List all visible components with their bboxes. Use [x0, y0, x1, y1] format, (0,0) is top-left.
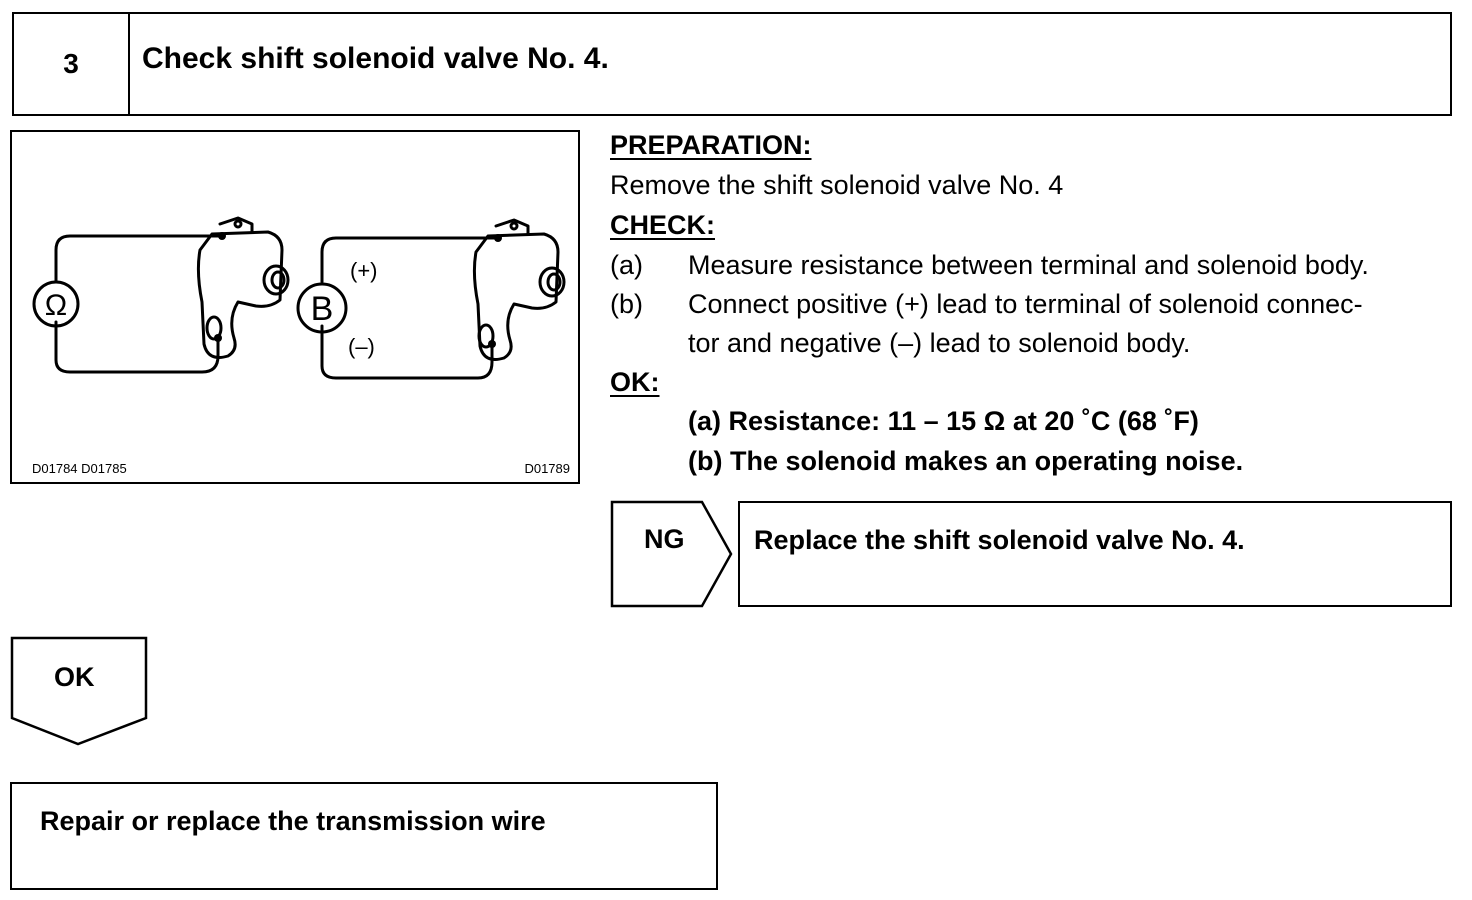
ng-result-text: Replace the shift solenoid valve No. 4.	[754, 525, 1245, 555]
step-header: 3 Check shift solenoid valve No. 4.	[12, 12, 1452, 116]
solenoid-valve-left	[196, 216, 290, 359]
check-item-a-text: Measure resistance between terminal and …	[688, 250, 1369, 280]
ok-spec-resistance: (a) Resistance: 11 – 15 Ω at 20 ˚C (68 ˚…	[688, 406, 1199, 436]
solenoid-circuit-diagram: Ω B (+) (–)	[32, 216, 566, 380]
solenoid-valve-right	[472, 218, 566, 361]
check-item-b-marker: (b)	[610, 289, 643, 319]
battery-wire-top	[320, 236, 500, 284]
figure-code-right: D01789	[524, 461, 570, 476]
preparation-heading: PREPARATION:	[610, 130, 812, 160]
battery-wire-bottom	[320, 324, 494, 380]
ok-result-text: Repair or replace the transmission wire	[40, 806, 546, 836]
ng-result-box: Replace the shift solenoid valve No. 4.	[738, 501, 1452, 607]
solenoid-test-illustration: Ω B (+) (–) D01784 D01785 D01789	[10, 130, 580, 484]
ng-arrow	[610, 500, 733, 608]
ok-label: OK	[54, 662, 95, 692]
ok-spec-noise: (b) The solenoid makes an operating nois…	[688, 446, 1244, 476]
check-item-b-line1: Connect positive (+) lead to terminal of…	[688, 289, 1363, 319]
step-title: Check shift solenoid valve No. 4.	[142, 42, 609, 75]
ohmmeter-wire-bottom	[54, 320, 220, 374]
battery-icon	[296, 282, 348, 334]
ok-arrow	[10, 636, 148, 746]
check-item-b-line2: tor and negative (–) lead to solenoid bo…	[688, 328, 1191, 358]
ohmmeter-icon	[32, 280, 80, 328]
figure-code-left: D01784 D01785	[32, 461, 127, 476]
preparation-text: Remove the shift solenoid valve No. 4	[610, 170, 1064, 200]
ok-spec-heading: OK:	[610, 367, 660, 397]
step-number: 3	[14, 14, 130, 114]
battery-symbol: B	[311, 290, 334, 328]
negative-terminal-label: (–)	[348, 334, 375, 359]
check-item-a-marker: (a)	[610, 250, 643, 280]
positive-terminal-label: (+)	[350, 258, 378, 283]
ok-result-box: Repair or replace the transmission wire	[10, 782, 718, 890]
ng-label: NG	[644, 524, 685, 554]
ohmmeter-symbol: Ω	[45, 289, 67, 322]
check-heading: CHECK:	[610, 210, 715, 240]
ohmmeter-wire-top	[54, 234, 224, 284]
